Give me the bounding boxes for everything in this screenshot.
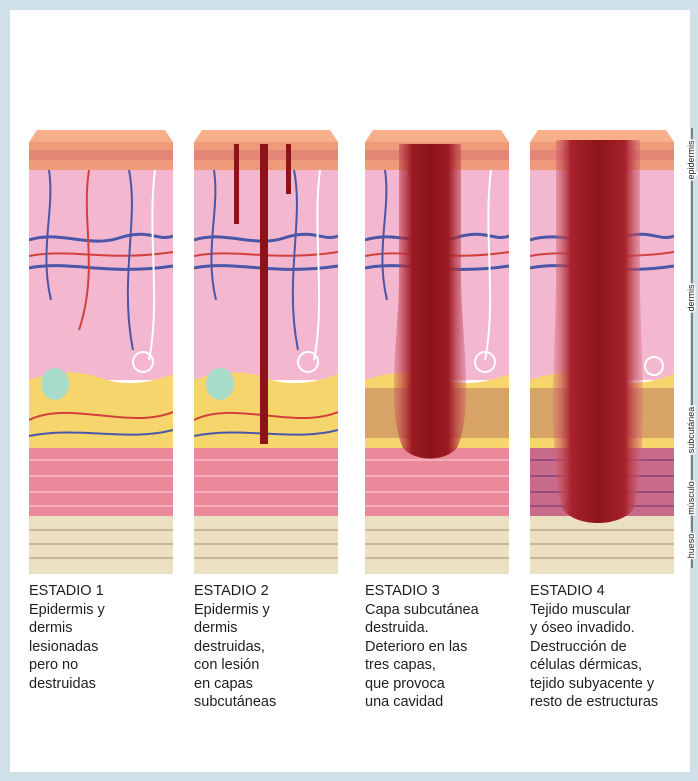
stage-4-caption: ESTADIO 4 Tejido muscular y óseo invadid… [530, 582, 695, 712]
caption-line: que provoca [365, 675, 530, 694]
stage-3-illustration [365, 130, 509, 574]
caption-line: con lesión [194, 656, 359, 675]
stage-4-illustration [530, 130, 674, 574]
stage-title: ESTADIO 1 [29, 582, 194, 601]
caption-line: Epidermis y [29, 601, 194, 620]
scale-label-subcutanea: subcutánea [686, 407, 696, 454]
caption-line: Epidermis y [194, 601, 359, 620]
caption-line: células dérmicas, [530, 656, 695, 675]
caption-line: Destrucción de [530, 638, 695, 657]
caption-line: destruida. [365, 619, 530, 638]
caption-line: destruidas [29, 675, 194, 694]
caption-line: lesionadas [29, 638, 194, 657]
stage-1-caption: ESTADIO 1 Epidermis y dermis lesionadas … [29, 582, 194, 693]
stage-title: ESTADIO 4 [530, 582, 695, 601]
caption-line: Deterioro en las [365, 638, 530, 657]
stage-title: ESTADIO 3 [365, 582, 530, 601]
diagram-frame: ESTADIO 1 Epidermis y dermis lesionadas … [10, 10, 690, 772]
stage-2-illustration [194, 130, 338, 574]
stage-3-caption: ESTADIO 3 Capa subcutánea destruida. Det… [365, 582, 530, 712]
scale-label-epidermis: epidermis [686, 140, 696, 180]
stage-1-illustration [29, 130, 173, 574]
scale-label-dermis: dermis [686, 284, 696, 312]
caption-line: tejido subyacente y [530, 675, 695, 694]
caption-line: una cavidad [365, 693, 530, 712]
scale-label-hueso: hueso [686, 534, 696, 559]
caption-line: pero no [29, 656, 194, 675]
caption-line: y óseo invadido. [530, 619, 695, 638]
hair-follicle [206, 368, 234, 400]
wound-cavity [553, 140, 643, 523]
layer-scale: epidermis dermis subcutánea músculo hues… [684, 128, 698, 568]
wound-cavity [394, 144, 466, 459]
caption-line: dermis [194, 619, 359, 638]
caption-line: resto de estructuras [530, 693, 695, 712]
hair-follicle [41, 368, 69, 400]
caption-line: Tejido muscular [530, 601, 695, 620]
stage-title: ESTADIO 2 [194, 582, 359, 601]
caption-line: dermis [29, 619, 194, 638]
caption-line: Capa subcutánea [365, 601, 530, 620]
caption-line: destruidas, [194, 638, 359, 657]
stage-2-caption: ESTADIO 2 Epidermis y dermis destruidas,… [194, 582, 359, 712]
caption-line: en capas [194, 675, 359, 694]
scale-label-musculo: músculo [686, 481, 696, 515]
caption-line: tres capas, [365, 656, 530, 675]
caption-line: subcutáneas [194, 693, 359, 712]
